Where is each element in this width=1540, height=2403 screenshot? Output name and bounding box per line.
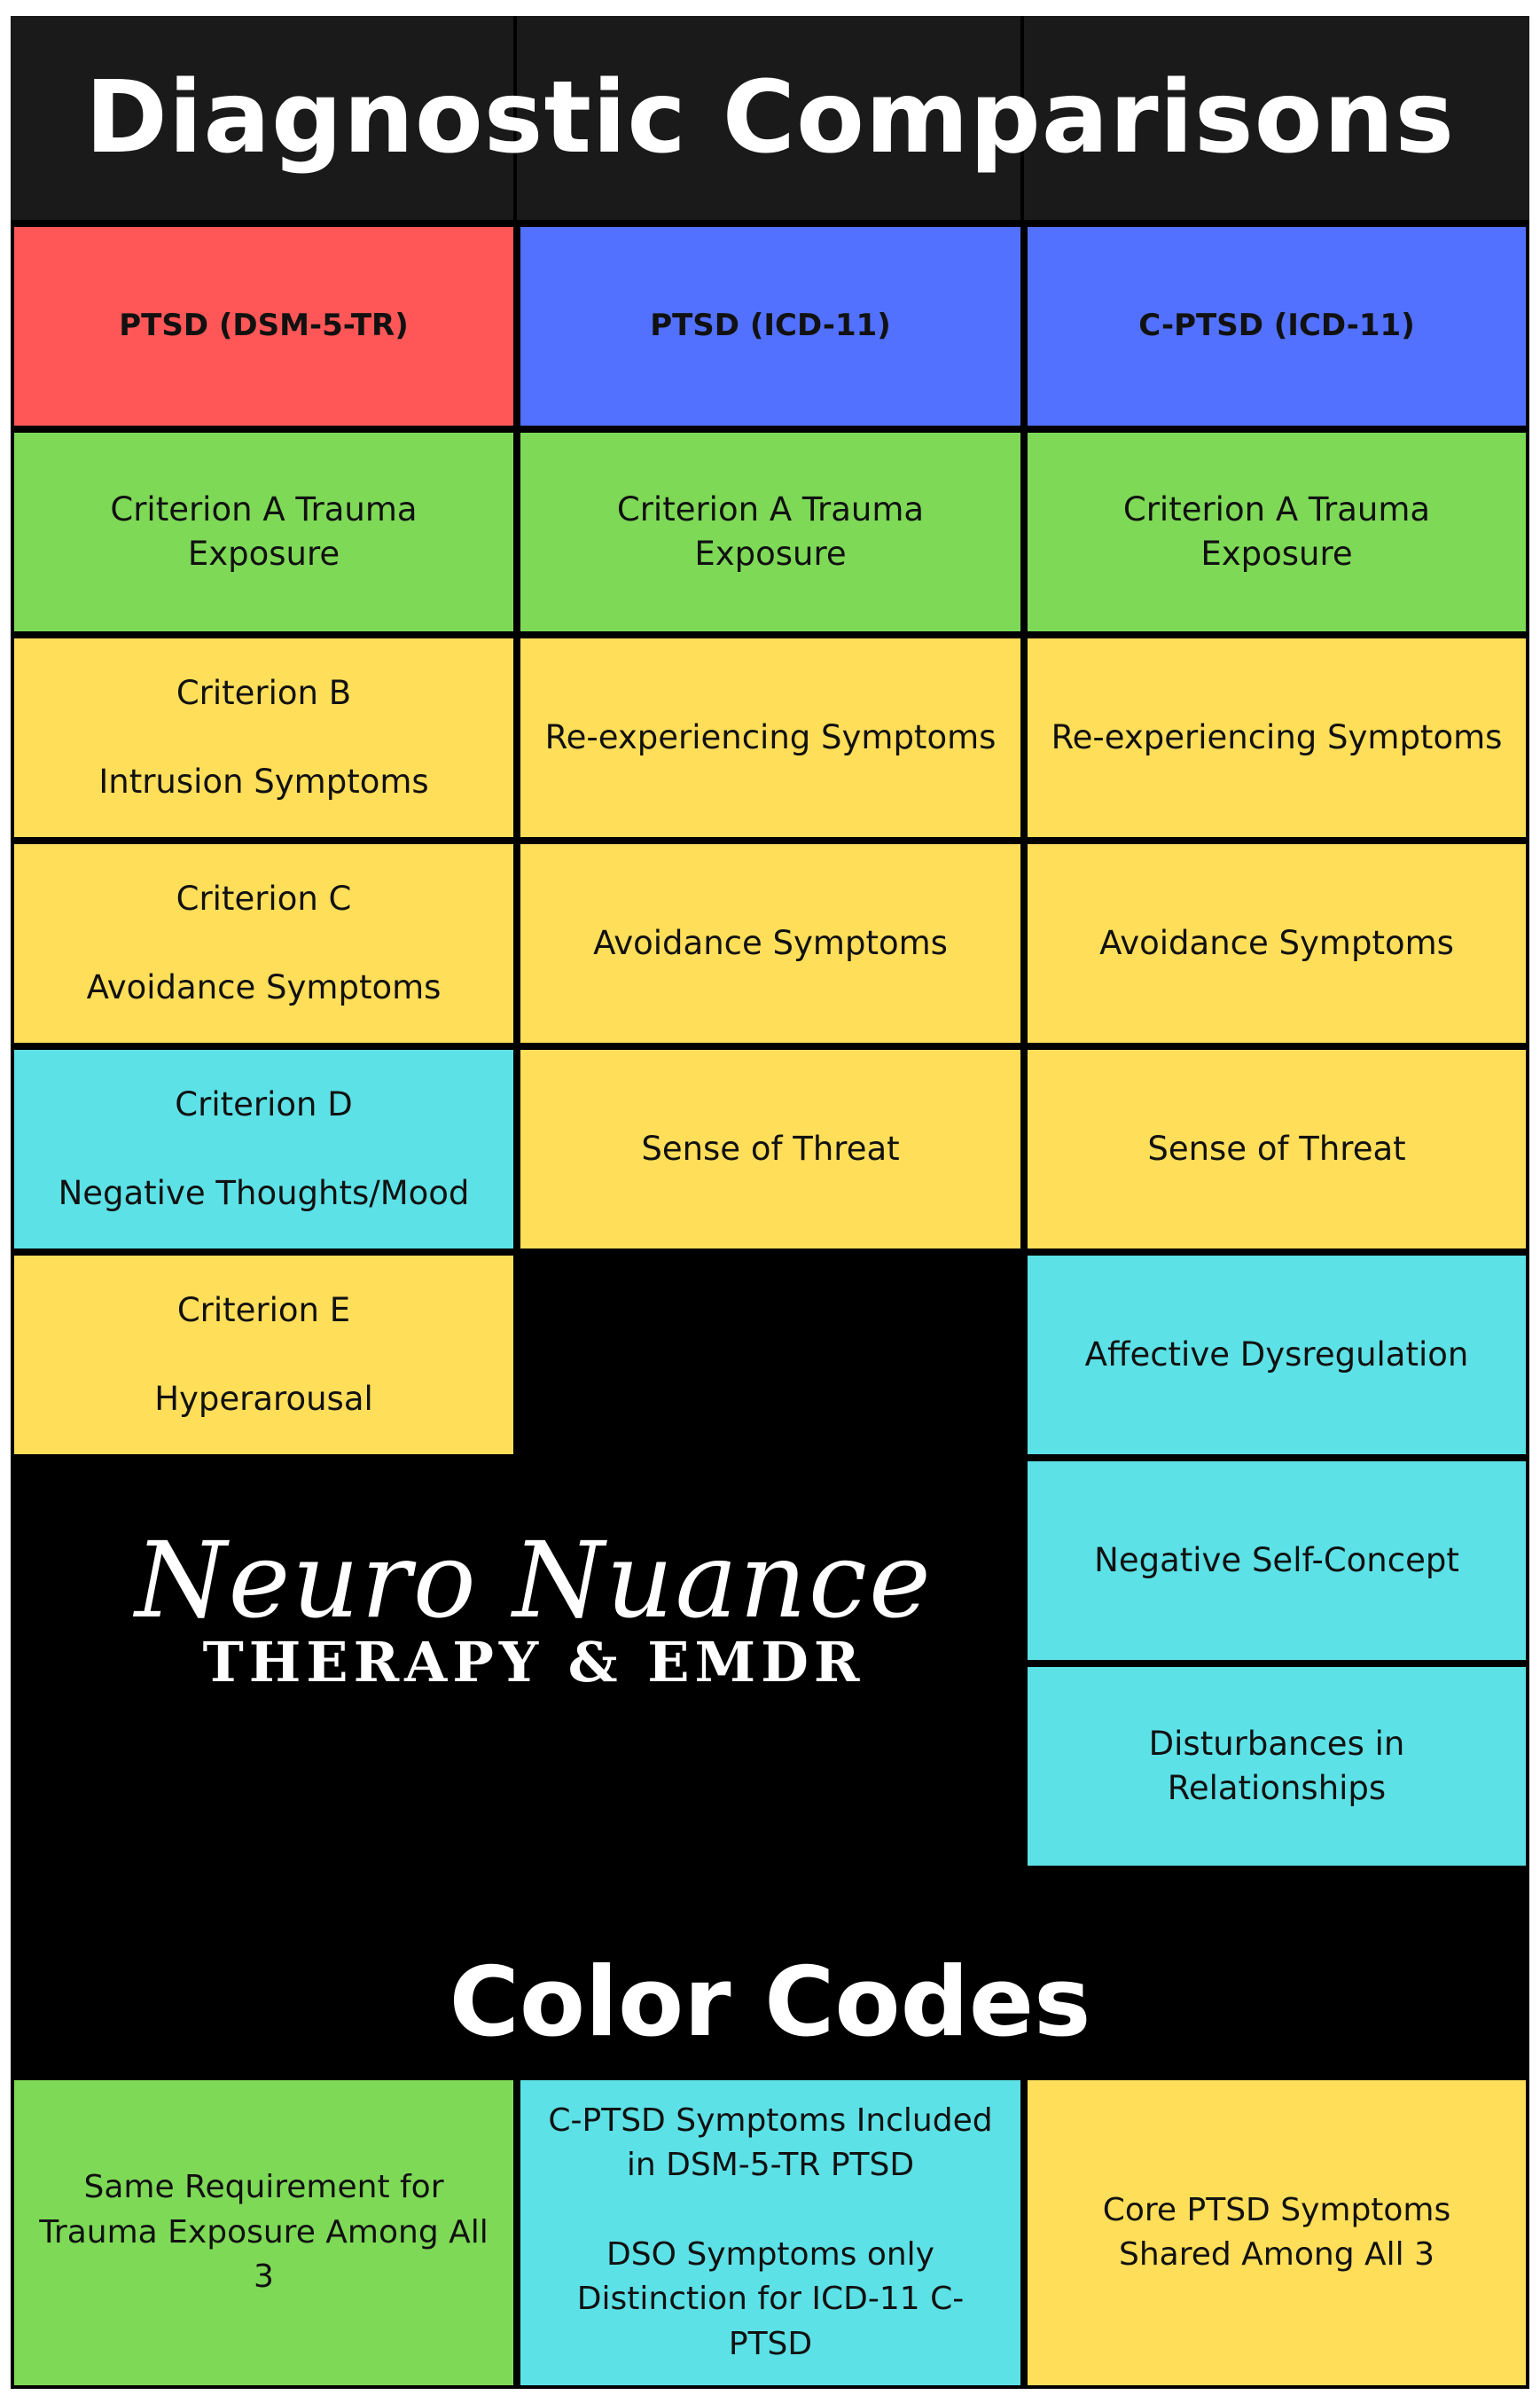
cell-criterion-a-cptsd: Criterion A Trauma Exposure (1028, 433, 1526, 631)
cell-criterion-c-dsm: Criterion C Avoidance Symptoms (14, 844, 513, 1043)
legend-green: Same Requirement for Trauma Exposure Amo… (14, 2080, 513, 2385)
legend-yellow: Core PTSD Symptoms Shared Among All 3 (1028, 2080, 1526, 2385)
criterion-b-label: Criterion B (176, 674, 352, 713)
criterion-e-text: Hyperarousal (154, 1380, 373, 1418)
criterion-c-text: Avoidance Symptoms (86, 968, 442, 1006)
legend-cyan-line-2: DSO Symptoms only Distinction for ICD-11… (576, 2235, 965, 2362)
cell-criterion-a-dsm: Criterion A Trauma Exposure (14, 433, 513, 631)
title-divider (1020, 16, 1024, 220)
cell-reexperiencing-cptsd: Re-experiencing Symptoms (1028, 638, 1526, 837)
legend-cyan-line-1: C-PTSD Symptoms Included in DSM-5-TR PTS… (548, 2102, 993, 2184)
column-header-icd: PTSD (ICD-11) (520, 227, 1020, 426)
column-header-cptsd: C-PTSD (ICD-11) (1028, 227, 1526, 426)
comparison-sheet: Diagnostic Comparisons PTSD (DSM-5-TR) P… (11, 16, 1529, 2389)
cell-avoidance-cptsd: Avoidance Symptoms (1028, 844, 1526, 1043)
criterion-d-label: Criterion D (175, 1085, 353, 1124)
logo-subtitle: THERAPY & EMDR (202, 1629, 865, 1695)
legend-cyan: C-PTSD Symptoms Included in DSM-5-TR PTS… (520, 2080, 1020, 2385)
cell-threat-cptsd: Sense of Threat (1028, 1050, 1526, 1248)
color-codes-title: Color Codes (449, 1946, 1091, 2058)
cell-avoidance-icd: Avoidance Symptoms (520, 844, 1020, 1043)
cell-affective-dysregulation: Affective Dysregulation (1028, 1256, 1526, 1454)
cell-threat-icd: Sense of Threat (520, 1050, 1020, 1248)
criterion-c-label: Criterion C (176, 880, 352, 919)
brand-logo: Neuro Nuance THERAPY & EMDR (90, 1519, 977, 1772)
page-title: Diagnostic Comparisons (85, 60, 1455, 176)
title-band (11, 16, 1529, 220)
cell-criterion-b-dsm: Criterion B Intrusion Symptoms (14, 638, 513, 837)
cell-criterion-d-dsm: Criterion D Negative Thoughts/Mood (14, 1050, 513, 1248)
criterion-d-text: Negative Thoughts/Mood (58, 1174, 470, 1212)
logo-script-text: Neuro Nuance (135, 1519, 933, 1641)
cell-criterion-a-icd: Criterion A Trauma Exposure (520, 433, 1020, 631)
criterion-b-text: Intrusion Symptoms (98, 763, 429, 801)
cell-disturbances-relationships: Disturbances in Relationships (1028, 1667, 1526, 1866)
cell-criterion-e-dsm: Criterion E Hyperarousal (14, 1256, 513, 1454)
title-divider (513, 16, 517, 220)
cell-negative-self-concept: Negative Self-Concept (1028, 1461, 1526, 1660)
cell-reexperiencing-icd: Re-experiencing Symptoms (520, 638, 1020, 837)
criterion-e-label: Criterion E (176, 1291, 351, 1330)
column-header-dsm: PTSD (DSM-5-TR) (14, 227, 513, 426)
